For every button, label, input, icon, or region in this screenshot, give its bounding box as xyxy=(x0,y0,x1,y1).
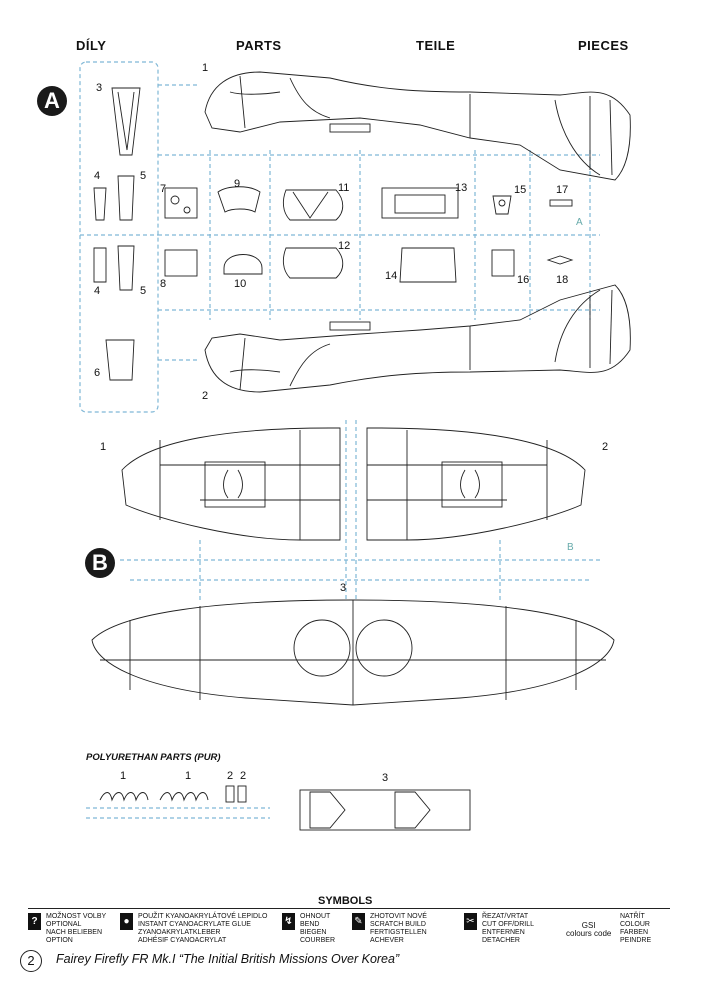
part-number: 4 xyxy=(94,285,101,297)
sprue-a-corner-label: A xyxy=(576,217,583,228)
part-number: 2 xyxy=(202,390,209,402)
part-number: 5 xyxy=(140,285,147,297)
bend-icon: ↯ xyxy=(282,913,295,930)
part-number: 4 xyxy=(94,170,101,182)
part-number: 2 xyxy=(227,770,234,782)
part-number: 3 xyxy=(96,82,103,94)
part-number: 14 xyxy=(385,270,398,282)
part-number: 13 xyxy=(455,182,468,194)
part-number: 1 xyxy=(120,770,127,782)
header-en: PARTS xyxy=(236,38,282,53)
sprue-b-badge: B xyxy=(85,548,115,578)
cut-icon: ✂ xyxy=(464,913,477,930)
part-number: 6 xyxy=(94,367,101,379)
part-number: 5 xyxy=(140,170,147,182)
part-number: 1 xyxy=(185,770,192,782)
gsi-colours-code: GSI colours code xyxy=(566,921,612,938)
sprue-b-corner-label: B xyxy=(567,542,574,553)
part-number: 17 xyxy=(556,184,569,196)
part-number: 1 xyxy=(100,441,107,453)
part-number: 16 xyxy=(517,274,530,286)
glue-drop-icon: ● xyxy=(120,913,133,930)
part-number: 2 xyxy=(602,441,609,453)
part-number: 2 xyxy=(240,770,247,782)
optional-icon: ? xyxy=(28,913,41,930)
part-number: 7 xyxy=(160,183,167,195)
part-number: 12 xyxy=(338,240,351,252)
sprue-a-badge: A xyxy=(37,86,67,116)
pur-title: POLYURETHAN PARTS (PUR) xyxy=(86,752,221,763)
part-number: 15 xyxy=(514,184,527,196)
page-number: 2 xyxy=(20,950,42,972)
page-title: Fairey Firefly FR Mk.I “The Initial Brit… xyxy=(56,952,400,966)
part-number: 9 xyxy=(234,178,241,190)
part-number: 3 xyxy=(340,582,347,594)
part-number: 8 xyxy=(160,278,167,290)
symbols-divider xyxy=(28,908,670,909)
header-cz: DÍLY xyxy=(76,38,107,53)
part-number: 3 xyxy=(382,772,389,784)
symbols-title: SYMBOLS xyxy=(318,895,373,907)
part-number: 11 xyxy=(338,182,350,194)
header-fr: PIECES xyxy=(578,38,629,53)
part-number: 1 xyxy=(202,62,209,74)
scratch-build-icon: ✎ xyxy=(352,913,365,930)
part-number: 18 xyxy=(556,274,569,286)
header-de: TEILE xyxy=(416,38,456,53)
part-number: 10 xyxy=(234,278,247,290)
